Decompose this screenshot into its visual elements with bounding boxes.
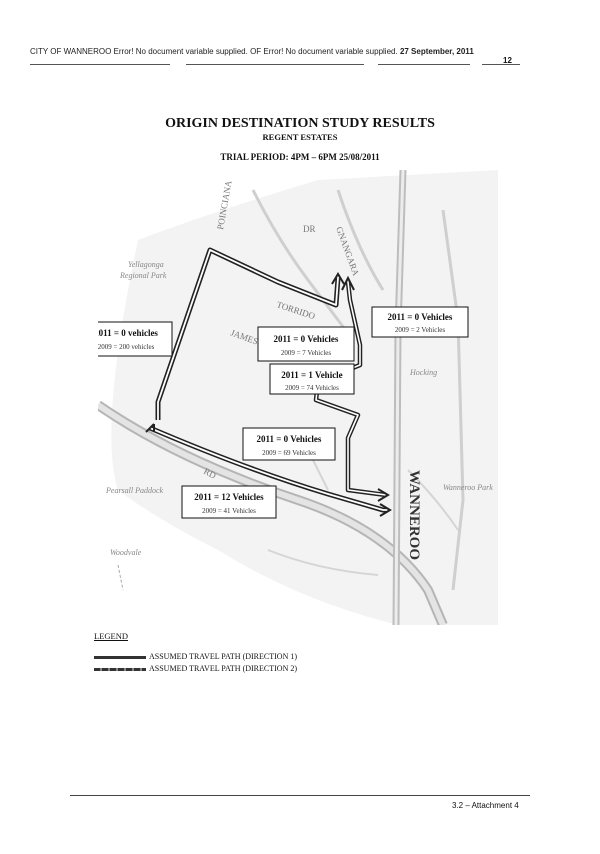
arrow-head [341, 275, 355, 291]
place-label: Woodvale [110, 548, 142, 557]
footer-rule [70, 795, 530, 796]
road-label: DR [303, 224, 316, 234]
background-road [407, 469, 459, 531]
arrow-head [377, 488, 390, 502]
arrow-head [379, 503, 392, 517]
place-label: Regional Park [119, 271, 167, 280]
place-label: Hocking [409, 368, 437, 377]
place-label: Pearsall Paddock [105, 486, 164, 495]
box-main-text: 2011 = 0 Vehicles [274, 334, 339, 344]
background-road [267, 549, 379, 576]
box-sub-text: 2009 = 74 Vehicles [285, 384, 339, 392]
road-label: WANNEROO [406, 470, 422, 560]
info-box: 2011 = 0 Vehicles 2009 = 7 Vehicles [257, 326, 355, 362]
page-number: 12 [503, 56, 512, 65]
footer-attachment: 3.2 – Attachment 4 [452, 801, 519, 810]
box-main-text: 2011 = 12 Vehicles [194, 492, 264, 502]
box-sub-text: 2009 = 69 Vehicles [262, 449, 316, 457]
box-sub-text: 2009 = 2 Vehicles [395, 326, 446, 334]
box-main-text: 2011 = 1 Vehicle [281, 370, 342, 380]
header-rule [378, 64, 470, 65]
travel-path-direction-1 [149, 427, 388, 511]
legend-line-icon [94, 655, 146, 659]
background-road [98, 402, 446, 625]
background-road [336, 189, 385, 291]
place-label: Yellagonga [128, 260, 164, 269]
box-sub-text: 2009 = 41 Vehicles [202, 507, 256, 515]
header-rule [482, 64, 520, 65]
page-subtitle: REGENT ESTATES [262, 132, 338, 142]
info-box: 2011 = 0 vehicles 2009 = 200 vehicles [98, 321, 173, 357]
info-box: 2011 = 0 Vehicles 2009 = 2 Vehicles [371, 306, 469, 338]
header-rule [30, 64, 170, 65]
document-header: CITY OF WANNEROO Error! No document vari… [30, 47, 474, 56]
study-map: POINCIANA DR GNANGARA Yellagonga Regiona… [98, 170, 498, 625]
info-box: 2011 = 0 Vehicles 2009 = 69 Vehicles [242, 427, 336, 461]
background-road [117, 564, 124, 591]
header-rule [186, 64, 364, 65]
place-label: Wanneroo Park [443, 483, 493, 492]
info-box: 2011 = 1 Vehicle 2009 = 74 Vehicles [269, 363, 355, 395]
box-sub-text: 2009 = 7 Vehicles [281, 349, 332, 357]
map-background [111, 170, 498, 625]
legend-item-label: ASSUMED TRAVEL PATH (DIRECTION 1) [149, 652, 298, 661]
header-text: CITY OF WANNEROO Error! No document vari… [30, 47, 398, 56]
trial-period: TRIAL PERIOD: 4PM – 6PM 25/08/2011 [220, 152, 380, 162]
arrow-head [145, 423, 155, 433]
background-road [441, 209, 465, 591]
header-date: 27 September, 2011 [399, 47, 474, 56]
arrow-head [331, 272, 345, 285]
box-sub-text: 2009 = 200 vehicles [98, 343, 155, 351]
box-main-text: 2011 = 0 Vehicles [257, 434, 322, 444]
legend-line-icon [94, 667, 146, 671]
box-main-text: 2011 = 0 vehicles [98, 328, 158, 338]
box-main-text: 2011 = 0 Vehicles [388, 312, 453, 322]
legend-label: LEGEND [94, 631, 128, 641]
page-title: ORIGIN DESTINATION STUDY RESULTS [165, 116, 435, 131]
info-box: 2011 = 12 Vehicles 2009 = 41 Vehicles [181, 485, 277, 519]
legend-item: ASSUMED TRAVEL PATH (DIRECTION 1) [94, 652, 297, 663]
legend-item-label: ASSUMED TRAVEL PATH (DIRECTION 2) [149, 664, 298, 673]
travel-path-direction-1 [157, 249, 339, 420]
legend-item: ASSUMED TRAVEL PATH (DIRECTION 2) [94, 664, 297, 675]
background-road [251, 189, 355, 341]
